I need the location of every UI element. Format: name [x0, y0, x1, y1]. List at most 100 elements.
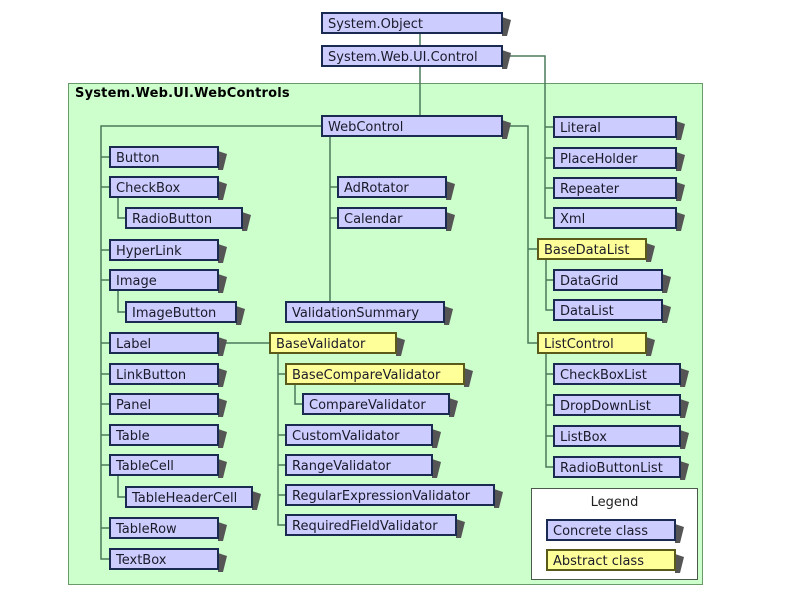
- box-shadow: [464, 368, 473, 387]
- class-box: [285, 301, 445, 323]
- class-name: PlaceHolder: [560, 152, 638, 167]
- class-box: [321, 115, 503, 137]
- class-node-adrotator[interactable]: AdRotator: [337, 176, 455, 200]
- class-name: DropDownList: [560, 399, 651, 414]
- box-shadow: [662, 304, 671, 323]
- box-shadow: [662, 274, 671, 293]
- class-node-imagebutton[interactable]: ImageButton: [125, 301, 245, 325]
- connector-lines: [100, 33, 554, 560]
- class-node-tablecell[interactable]: TableCell: [109, 454, 227, 478]
- box-shadow: [449, 398, 458, 417]
- class-node-repeater[interactable]: Repeater: [553, 177, 685, 201]
- class-node-radiobuttonlist[interactable]: RadioButtonList: [553, 456, 689, 480]
- class-box: [285, 363, 465, 385]
- edge-listcontrol-trunk: [545, 353, 554, 468]
- box-shadow: [675, 524, 684, 543]
- class-box: [537, 332, 647, 354]
- class-node-basecomparevalidator[interactable]: BaseCompareValidator: [285, 363, 473, 387]
- class-name: Abstract class: [553, 554, 644, 569]
- class-node-hyperlink[interactable]: HyperLink: [109, 239, 227, 263]
- class-node-textbox[interactable]: TextBox: [109, 548, 227, 572]
- class-name: TableCell: [115, 459, 174, 474]
- class-name: Table: [115, 429, 150, 444]
- class-box: [109, 239, 219, 261]
- box-shadow: [680, 430, 689, 449]
- class-node-control[interactable]: System.Web.UI.Control: [321, 45, 511, 69]
- class-node-xml[interactable]: Xml: [553, 207, 685, 231]
- box-shadow: [218, 459, 227, 478]
- class-name: BaseValidator: [276, 337, 366, 352]
- class-name: ImageButton: [132, 306, 216, 321]
- class-name: RequiredFieldValidator: [292, 519, 438, 534]
- class-node-basedatalist[interactable]: BaseDataList: [537, 238, 655, 262]
- class-node-checkboxlist[interactable]: CheckBoxList: [553, 363, 689, 387]
- class-node-literal[interactable]: Literal: [553, 116, 685, 140]
- class-node-comparevalidator[interactable]: CompareValidator: [302, 393, 458, 417]
- box-shadow: [252, 491, 261, 510]
- box-shadow: [218, 274, 227, 293]
- class-name: LinkButton: [116, 368, 186, 383]
- class-box: [553, 425, 681, 447]
- box-shadow: [676, 121, 685, 140]
- box-shadow: [444, 306, 453, 325]
- class-node-customvalidator[interactable]: CustomValidator: [285, 424, 441, 448]
- class-node-regularexpressionvalidator[interactable]: RegularExpressionValidator: [285, 484, 503, 508]
- class-node-placeholder[interactable]: PlaceHolder: [553, 147, 685, 171]
- class-node-rangevalidator[interactable]: RangeValidator: [285, 454, 441, 478]
- class-box: [285, 454, 433, 476]
- class-node-requiredfieldvalidator[interactable]: RequiredFieldValidator: [285, 514, 465, 538]
- class-node-datagrid[interactable]: DataGrid: [553, 269, 671, 293]
- class-node-validationsummary[interactable]: ValidationSummary: [285, 301, 453, 325]
- class-node-listcontrol[interactable]: ListControl: [537, 332, 655, 356]
- class-name: DataGrid: [560, 274, 618, 289]
- class-node-linkbutton[interactable]: LinkButton: [109, 363, 227, 387]
- class-node-tablerow[interactable]: TableRow: [109, 517, 227, 541]
- class-box: [553, 363, 681, 385]
- box-shadow: [218, 429, 227, 448]
- class-node-image[interactable]: Image: [109, 269, 227, 293]
- class-node-webcontrol[interactable]: WebControl: [321, 115, 511, 139]
- box-shadow: [456, 519, 465, 538]
- class-box: [337, 176, 447, 198]
- class-node-calendar[interactable]: Calendar: [337, 207, 455, 231]
- class-box: [109, 454, 219, 476]
- class-node-checkbox[interactable]: CheckBox: [109, 176, 227, 200]
- class-node-tableheadercell[interactable]: TableHeaderCell: [125, 486, 261, 510]
- class-name: System.Web.UI.Control: [328, 50, 478, 65]
- class-name: Button: [116, 151, 160, 166]
- class-box: [109, 332, 219, 354]
- box-shadow: [242, 212, 251, 231]
- class-node-button[interactable]: Button: [109, 146, 227, 170]
- legend-title: Legend: [590, 495, 639, 510]
- legend-item-concrete[interactable]: Concrete class: [546, 519, 684, 543]
- class-node-object[interactable]: System.Object: [321, 12, 511, 36]
- box-shadow: [675, 554, 684, 573]
- class-name: ListControl: [544, 337, 614, 352]
- edge-checkbox-radiobutton: [117, 197, 126, 219]
- class-node-panel[interactable]: Panel: [109, 393, 227, 417]
- class-box: [109, 548, 219, 570]
- class-node-dropdownlist[interactable]: DropDownList: [553, 394, 689, 418]
- edge-webcontrol-right-trunk: [502, 125, 538, 344]
- class-name: Repeater: [560, 182, 620, 197]
- box-shadow: [218, 553, 227, 572]
- edge-image-imagebutton: [117, 290, 126, 313]
- class-box: [125, 301, 237, 323]
- class-name: CompareValidator: [309, 398, 426, 413]
- class-node-label[interactable]: Label: [109, 332, 227, 356]
- class-box: [337, 207, 447, 229]
- class-node-listbox[interactable]: ListBox: [553, 425, 689, 449]
- box-shadow: [218, 337, 227, 356]
- class-name: RadioButton: [132, 212, 212, 227]
- class-node-table[interactable]: Table: [109, 424, 227, 448]
- box-shadow: [218, 398, 227, 417]
- class-node-radiobutton[interactable]: RadioButton: [125, 207, 251, 231]
- class-box: [109, 146, 219, 168]
- class-node-basevalidator[interactable]: BaseValidator: [269, 332, 405, 356]
- class-name: BaseCompareValidator: [292, 368, 441, 383]
- class-name: HyperLink: [116, 244, 182, 259]
- class-node-datalist[interactable]: DataList: [553, 299, 671, 323]
- legend-item-abstract[interactable]: Abstract class: [546, 549, 684, 573]
